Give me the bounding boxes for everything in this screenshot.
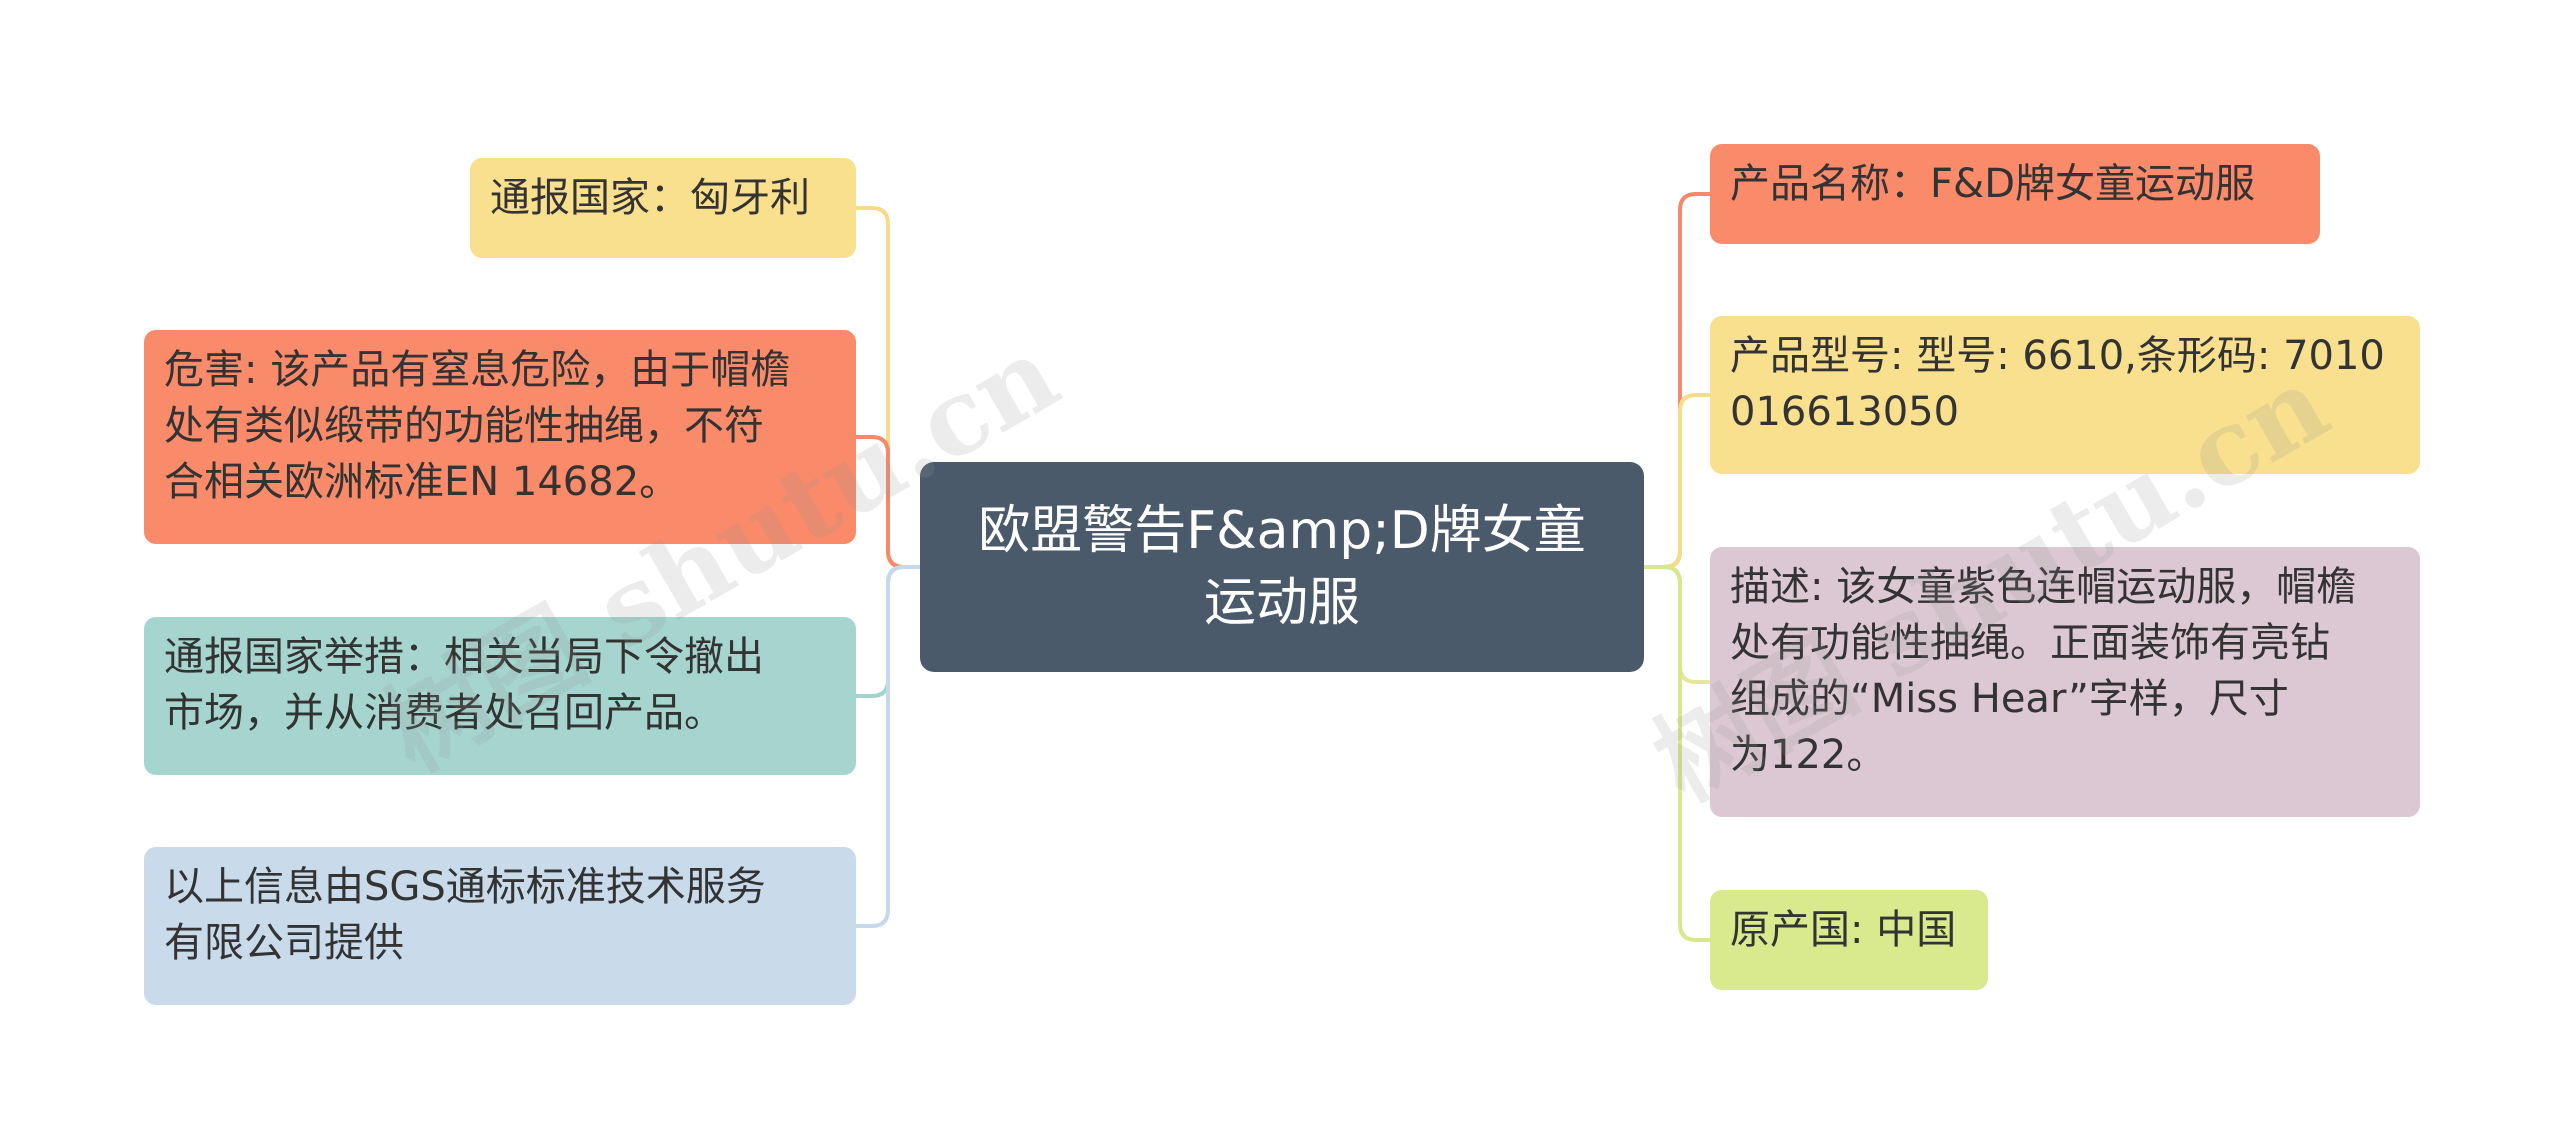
node-hazard[interactable]: 危害: 该产品有窒息危险，由于帽檐 处有类似缎带的功能性抽绳，不符 合相关欧洲标… xyxy=(144,330,856,544)
node-description[interactable]: 描述: 该女童紫色连帽运动服，帽檐 处有功能性抽绳。正面装饰有亮钻 组成的“Mi… xyxy=(1710,547,2420,817)
connector-line xyxy=(1642,192,1712,569)
node-product-model[interactable]: 产品型号: 型号: 6610,条形码: 7010 016613050 xyxy=(1710,316,2420,474)
node-country-measures[interactable]: 通报国家举措：相关当局下令撤出 市场，并从消费者处召回产品。 xyxy=(144,617,856,775)
node-notifying-country[interactable]: 通报国家：匈牙利 xyxy=(470,158,856,258)
node-product-name[interactable]: 产品名称：F&D牌女童运动服 xyxy=(1710,144,2320,244)
node-info-source[interactable]: 以上信息由SGS通标标准技术服务 有限公司提供 xyxy=(144,847,856,1005)
node-country-of-origin[interactable]: 原产国: 中国 xyxy=(1710,890,1988,990)
central-topic[interactable]: 欧盟警告F&amp;D牌女童 运动服 xyxy=(920,462,1644,672)
connector-line xyxy=(1642,565,1712,684)
connector-line xyxy=(854,565,922,928)
connector-line xyxy=(1642,565,1712,942)
connector-line xyxy=(1642,393,1712,569)
connector-line xyxy=(854,435,922,569)
